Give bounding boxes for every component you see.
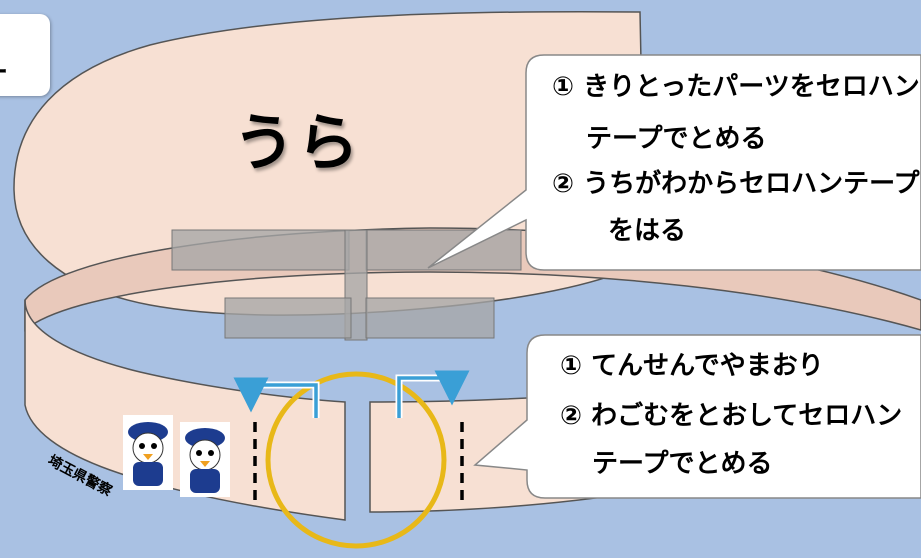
callout-top-line-2: テープでとめる (586, 124, 767, 154)
headband-front-left (24, 299, 346, 521)
callout-top-line-4: をはる (608, 216, 687, 246)
callout-bottom-line-2: ② わごむをとおしてセロハン (560, 401, 903, 431)
back-side-title: うら (233, 106, 362, 179)
police-mascot-1 (123, 415, 173, 490)
rubber-band (265, 371, 447, 549)
corner-tab: ー (0, 14, 50, 96)
police-mascot-2 (180, 422, 230, 497)
callout-bottom-line-1: ① てんせんでやまおり (560, 351, 824, 381)
tape-bottom-left (224, 297, 352, 339)
callout-bottom-bubble (473, 334, 921, 499)
callout-top-bubble (427, 54, 921, 271)
tape-top-left (171, 229, 350, 271)
tape-bottom-right (365, 297, 495, 339)
tape-top-right (365, 229, 522, 271)
callout-top-line-3: ② うちがわからセロハンテープ (552, 169, 920, 199)
corner-tab-text: ー (0, 52, 8, 89)
callout-bottom-line-3: テープでとめる (592, 449, 773, 479)
callout-top-line-1: ① きりとったパーツをセロハン (552, 72, 920, 102)
